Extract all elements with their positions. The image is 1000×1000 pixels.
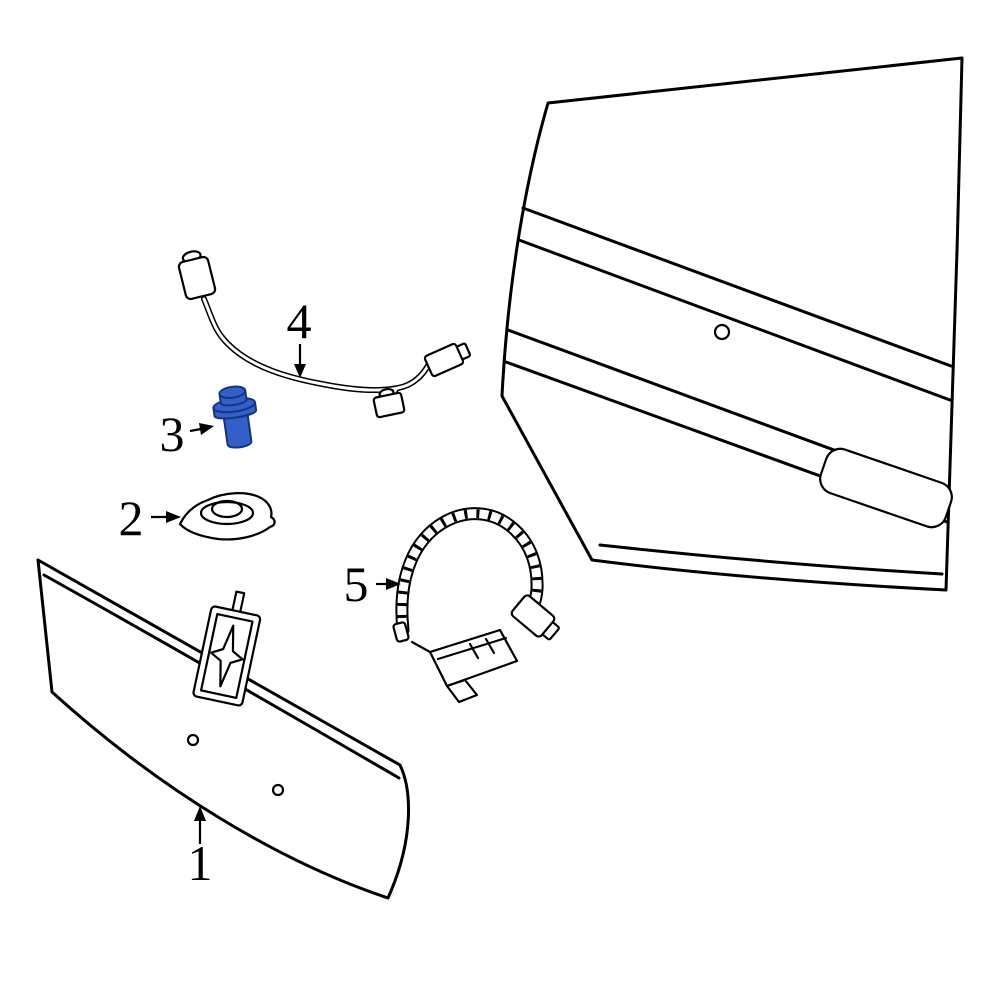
callout-1-arrowhead: [194, 806, 206, 821]
retainer-bracket-2: [178, 492, 276, 541]
conduit-end-cap: [392, 621, 410, 643]
callout-2: 2: [119, 490, 181, 546]
connector-body: [177, 255, 217, 301]
harness-connector-b: [423, 342, 472, 378]
emblem-star: [210, 624, 244, 688]
callout-3: 3: [160, 406, 214, 462]
callout-3-arrowhead: [199, 423, 214, 435]
callout-3-leader: [189, 427, 202, 433]
connector-body: [372, 391, 406, 419]
harness-wire: [201, 296, 433, 394]
license-finish-panel-1: [36, 558, 410, 900]
socket-body: [222, 411, 253, 449]
wiring-harness-4: [177, 250, 472, 419]
emblem-frame-inner: [199, 612, 254, 699]
license-plate-recess: [819, 447, 953, 529]
callout-2-arrowhead: [166, 511, 181, 523]
bracket-ring-inner: [210, 499, 244, 519]
callout-1: 1: [188, 806, 213, 891]
part-label-5: 5: [344, 556, 369, 612]
part-label-1: 1: [188, 835, 213, 891]
callout-5: 5: [344, 556, 401, 612]
panel-hole: [186, 733, 200, 747]
liftgate-panel: [500, 56, 964, 592]
license-plate-recess-outline: [819, 447, 953, 529]
part-label-2: 2: [119, 490, 144, 546]
lamp-connector: [510, 594, 560, 641]
bracket-link-line: [410, 640, 432, 654]
emblem: [192, 590, 262, 707]
end-cap-body: [392, 621, 410, 643]
lamp-bracket-hatch: [484, 637, 496, 655]
connector-body: [510, 594, 556, 638]
harness-wire: [202, 297, 432, 392]
harness-connector-a: [177, 250, 217, 301]
conduit-ribs: [397, 509, 542, 631]
harness-connector-c: [372, 387, 406, 419]
part-label-4: 4: [287, 293, 312, 349]
liftgate-hole: [713, 323, 731, 341]
part-label-3: 3: [160, 406, 185, 462]
panel-outline: [36, 558, 410, 900]
callout-4: 4: [287, 293, 312, 378]
callout-5-arrowhead: [386, 578, 401, 590]
callouts: 1 2 3 4 5: [119, 293, 401, 891]
lamp-bracket-tab: [445, 678, 479, 704]
bulb-socket-3-highlighted: [212, 385, 258, 449]
lamp-bracket: [428, 628, 519, 688]
callout-4-arrowhead: [294, 364, 306, 378]
connector-body: [423, 342, 465, 378]
panel-hole: [271, 783, 285, 797]
liftgate-lower-seam: [598, 543, 944, 576]
liftgate-trim-line: [517, 238, 952, 402]
liftgate-trim-line: [521, 206, 953, 368]
license-lamp-harness-5: [392, 507, 560, 704]
socket-cap-top: [218, 385, 247, 399]
lamp-bracket-hatch: [468, 642, 480, 660]
